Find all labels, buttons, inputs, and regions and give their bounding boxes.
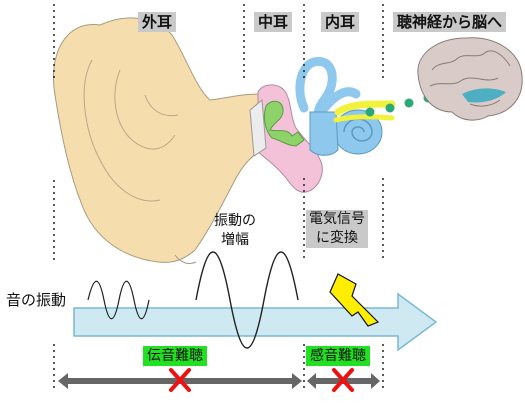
- label-nerve-to-brain: 聴神経から脳へ: [393, 12, 507, 32]
- label-middle-ear: 中耳: [254, 12, 293, 32]
- outer-ear-shape: [53, 17, 269, 265]
- cross-conductive-b: [169, 368, 191, 392]
- label-conductive-hearing-loss: 伝音難聴: [143, 346, 207, 366]
- signal-dot: [385, 103, 395, 113]
- auditory-nerve-branch: [333, 114, 395, 123]
- note-signal-line1: 電気信号: [309, 211, 365, 227]
- section-dividers: [53, 4, 384, 262]
- lightning-bolt-icon: [329, 273, 380, 327]
- cochlea-icon: [295, 56, 383, 156]
- cross-sensorineural-b: [332, 368, 354, 392]
- label-sound-vibration: 音の振動: [6, 291, 67, 309]
- signal-flow-arrow: [73, 292, 438, 352]
- note-amplify: 振動の 増幅: [214, 212, 256, 250]
- label-outer-ear: 外耳: [138, 12, 177, 32]
- note-amplify-line1: 振動の: [214, 213, 256, 229]
- middle-ear-shape: [249, 84, 323, 193]
- signal-dot: [365, 107, 375, 117]
- signal-dot: [404, 98, 414, 108]
- cross-mark-icon: [169, 368, 354, 392]
- amplified-sound-wave: [195, 251, 299, 349]
- small-sound-wave: [87, 280, 150, 320]
- label-inner-ear: 内耳: [321, 12, 360, 32]
- brain-icon: [417, 37, 523, 121]
- label-sensorineural-hearing-loss: 感音難聴: [306, 346, 370, 366]
- note-signal: 電気信号 に変換: [306, 210, 368, 248]
- double-arrow-icon: [58, 373, 380, 389]
- auditory-nerve: [334, 100, 396, 116]
- note-signal-line2: に変換: [316, 230, 358, 246]
- bottom-dividers: [53, 344, 384, 392]
- note-amplify-line2: 増幅: [221, 232, 249, 248]
